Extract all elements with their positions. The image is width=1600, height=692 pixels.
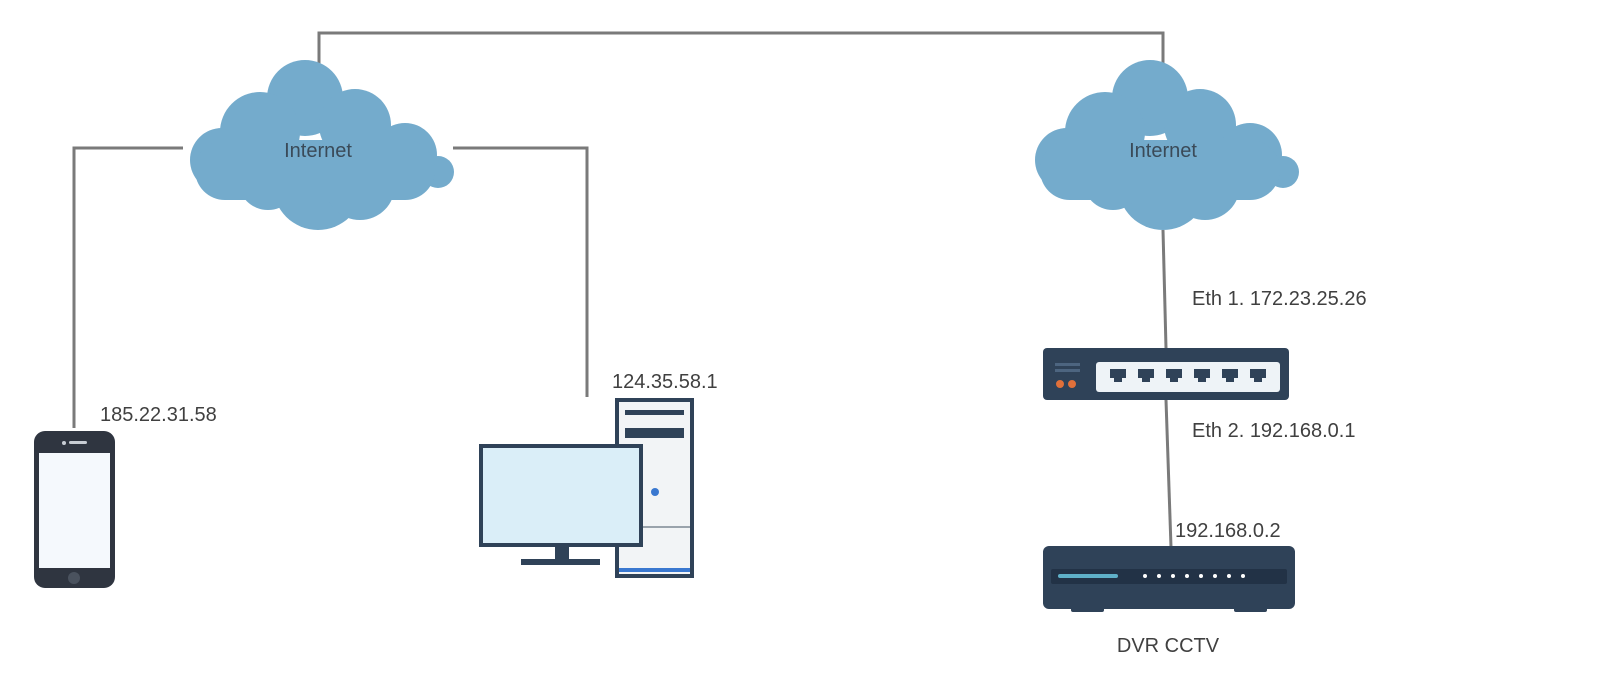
dvr-name-label: DVR CCTV (1117, 635, 1220, 657)
cloud-label-right: Internet (1129, 140, 1197, 162)
link-cloud-to-router (1161, 229, 1168, 349)
router-eth2-label: Eth 2. 192.168.0.1 (1192, 420, 1355, 442)
smartphone-icon (34, 431, 115, 588)
network-switch-icon (1043, 348, 1289, 400)
link-cloud-to-cloud (317, 31, 1165, 68)
desktop-computer-icon (479, 398, 694, 578)
cloud-label-left: Internet (284, 140, 352, 162)
link-cloud-to-phone (72, 146, 183, 428)
desktop-ip-label: 124.35.58.1 (612, 371, 718, 393)
cloud-icon (190, 60, 454, 230)
phone-ip-label: 185.22.31.58 (100, 404, 217, 426)
connection-lines (72, 31, 1173, 548)
dvr-recorder-icon (1043, 546, 1295, 612)
link-router-to-dvr (1164, 399, 1173, 548)
router-eth1-label: Eth 1. 172.23.25.26 (1192, 288, 1367, 310)
dvr-ip-label: 192.168.0.2 (1175, 520, 1281, 542)
link-cloud-to-desktop (453, 146, 589, 397)
cloud-icon (1035, 60, 1299, 230)
